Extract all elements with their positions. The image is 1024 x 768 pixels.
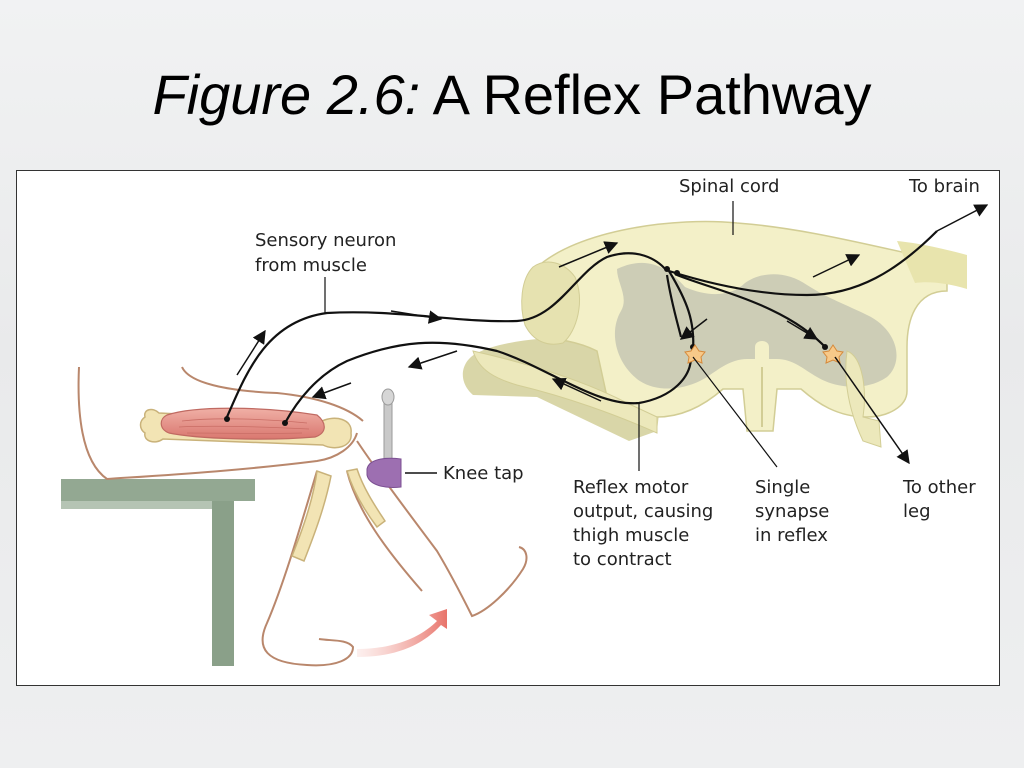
muscle-fibers bbox=[178, 418, 310, 434]
slide-title: Figure 2.6: A Reflex Pathway bbox=[0, 62, 1024, 127]
central-canal bbox=[755, 341, 769, 367]
spinal-cord bbox=[462, 201, 967, 448]
leader-lines bbox=[324, 277, 778, 471]
thigh-outline bbox=[77, 366, 358, 481]
hammer-head bbox=[366, 457, 402, 488]
spinal-cord-right-flap bbox=[845, 350, 882, 448]
label-reflex-motor-4: to contract bbox=[573, 549, 672, 570]
tibia bbox=[291, 469, 332, 562]
table-leg bbox=[212, 501, 234, 666]
label-reflex-motor-2: output, causing bbox=[573, 501, 713, 522]
kick-arrow bbox=[357, 609, 447, 657]
label-single-synapse-1: Single bbox=[755, 477, 810, 498]
hammer-handle-top bbox=[381, 388, 395, 406]
label-to-other-leg-1: To other bbox=[902, 477, 976, 498]
spinal-gray-matter bbox=[614, 262, 897, 389]
lower-leg-back bbox=[261, 470, 355, 667]
thigh-muscle bbox=[160, 407, 325, 440]
label-reflex-motor-1: Reflex motor bbox=[573, 477, 689, 498]
label-sensory-neuron-1: Sensory neuron bbox=[255, 230, 396, 251]
patella-tendon-bone bbox=[346, 468, 387, 529]
label-spinal-cord: Spinal cord bbox=[679, 176, 779, 197]
synapse-star-left bbox=[684, 344, 706, 364]
knee-tap-hammer bbox=[366, 388, 437, 488]
label-sensory-neuron-2: from muscle bbox=[255, 255, 367, 276]
label-to-brain: To brain bbox=[908, 176, 980, 197]
motor-neuron-path bbox=[284, 341, 693, 424]
label-knee-tap: Knee tap bbox=[443, 463, 524, 484]
dorsal-root-ganglion bbox=[521, 261, 580, 345]
ascending-fiber bbox=[668, 230, 938, 297]
sensory-neuron bbox=[225, 230, 938, 418]
motor-neuron bbox=[284, 341, 693, 424]
synapse-stars bbox=[684, 344, 844, 364]
kicking-leg-outline bbox=[356, 440, 528, 618]
table-shadow bbox=[61, 501, 212, 509]
label-to-other-leg-2: leg bbox=[903, 501, 931, 522]
figure-frame: Spinal cord To brain Sensory neuron from… bbox=[16, 170, 1000, 686]
figure-title: A Reflex Pathway bbox=[432, 63, 872, 126]
direction-arrows bbox=[236, 204, 989, 465]
table bbox=[61, 479, 255, 666]
table-top bbox=[61, 479, 255, 501]
sensory-neuron-path bbox=[225, 252, 668, 418]
synapse-branch-left bbox=[668, 270, 695, 352]
figure-number: Figure 2.6: bbox=[152, 63, 421, 126]
label-single-synapse-2: synapse bbox=[755, 501, 829, 522]
single-synapse-leader bbox=[692, 356, 778, 468]
label-single-synapse-3: in reflex bbox=[755, 525, 828, 546]
reflex-pathway-diagram: Spinal cord To brain Sensory neuron from… bbox=[61, 176, 989, 667]
thigh-top-outline bbox=[181, 366, 364, 422]
label-reflex-motor-3: thigh muscle bbox=[573, 525, 689, 546]
